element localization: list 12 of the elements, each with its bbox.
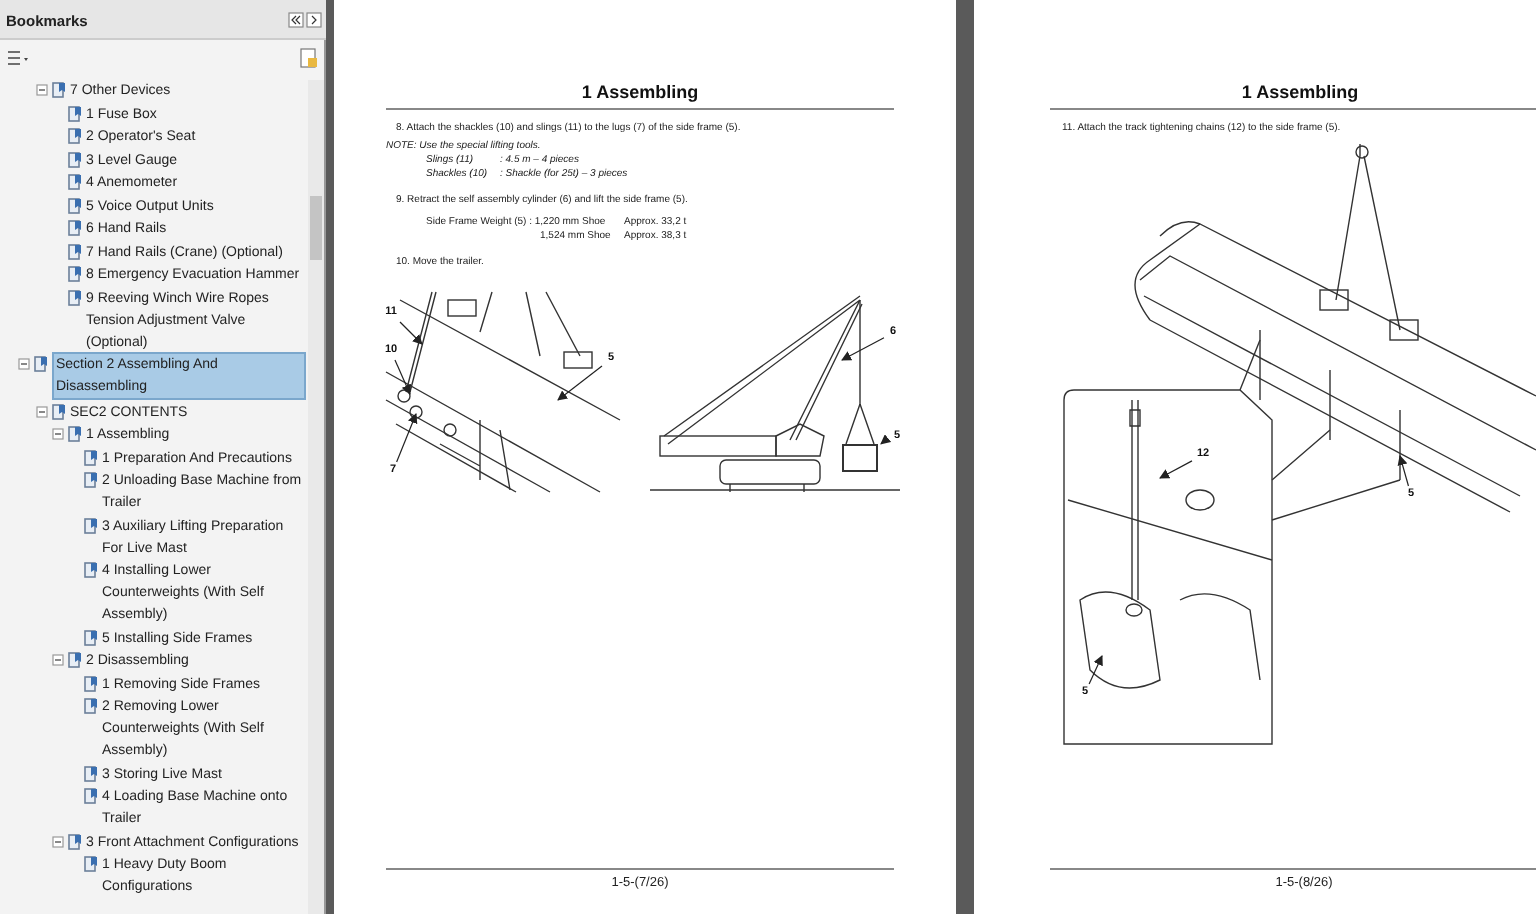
leader-line xyxy=(394,359,411,395)
page-heading: 1 Assembling xyxy=(579,80,701,106)
leader-line xyxy=(1397,455,1410,487)
leader-line xyxy=(841,337,885,361)
page-heading: 1 Assembling xyxy=(1239,80,1361,106)
leader-line xyxy=(399,321,423,345)
leader-line xyxy=(1088,655,1103,685)
leader-line xyxy=(880,434,892,445)
leader-line xyxy=(557,365,603,401)
side-frame-box xyxy=(842,444,878,472)
leader-line xyxy=(396,413,418,463)
leader-line xyxy=(1159,460,1193,479)
